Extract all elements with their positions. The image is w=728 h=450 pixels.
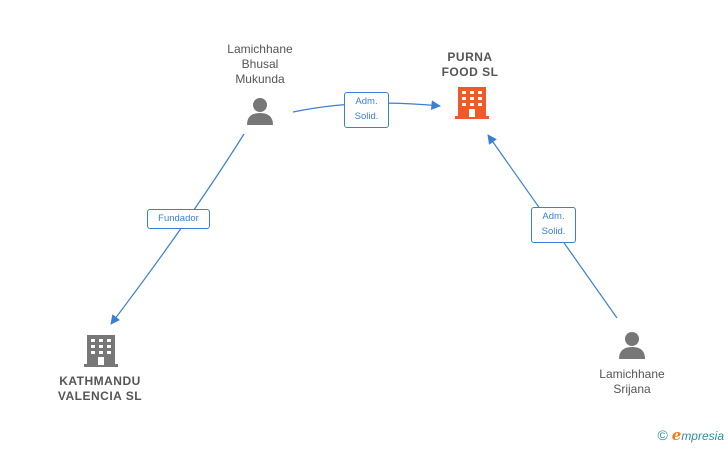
edge-label-adm-solid-srijana: Adm. Solid. (531, 207, 576, 243)
node-label-bhusal[interactable]: Lamichhane Bhusal Mukunda (227, 42, 293, 86)
brand-first-letter: e (671, 426, 682, 444)
node-label-kathmandu[interactable]: KATHMANDU VALENCIA SL (57, 374, 143, 403)
person-icon[interactable] (247, 98, 273, 125)
copyright-icon: © (657, 427, 668, 443)
edge-bhusal-kathmandu (110, 133, 245, 325)
brand-logo: empresia (672, 426, 724, 444)
building-icon[interactable] (84, 335, 118, 367)
edge-label-adm-solid-bhusal: Adm. Solid. (344, 92, 389, 128)
person-icon[interactable] (619, 332, 645, 359)
edge-label-fundador: Fundador (147, 209, 210, 229)
node-label-purna[interactable]: PURNA FOOD SL (441, 50, 499, 79)
node-label-srijana[interactable]: Lamichhane Srijana (599, 367, 665, 396)
watermark: © empresia (657, 426, 724, 444)
building-icon[interactable] (455, 87, 489, 119)
brand-rest: mpresia (681, 429, 724, 443)
